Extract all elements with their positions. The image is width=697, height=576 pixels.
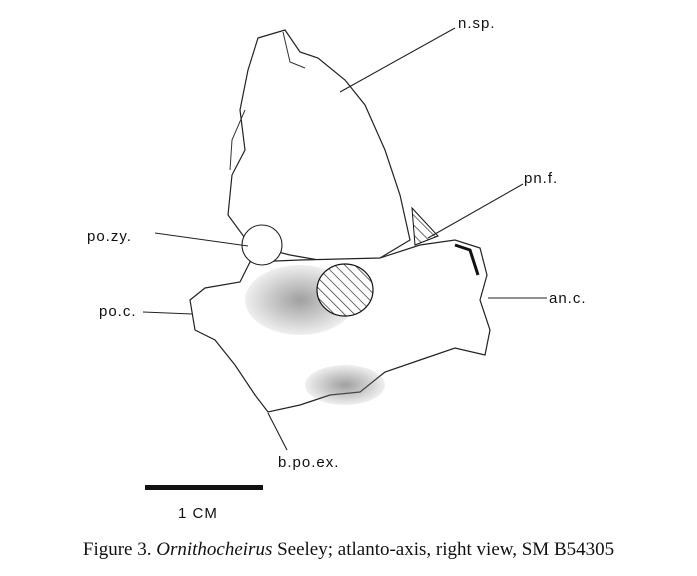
caption-prefix: Figure 3. [82, 539, 157, 560]
hatched-section [316, 263, 374, 317]
label-po-c: po.c. [99, 303, 137, 320]
spine-contour-line [282, 31, 306, 69]
caption-taxon: Ornithocheirus [156, 539, 273, 560]
caption-rest: Seeley; atlanto-axis, right view, SM B54… [272, 539, 615, 560]
pneumatic-foramen [411, 206, 439, 246]
anterior-condyle-edge [454, 243, 480, 276]
label-b-po-ex: b.po.ex. [278, 454, 339, 471]
leader-line-pn-f [427, 183, 524, 239]
leader-line-po-c [142, 311, 193, 315]
postzygapophysis [241, 224, 283, 266]
label-po-zy: po.zy. [87, 228, 132, 245]
body-shading [305, 365, 385, 405]
scale-bar [145, 485, 263, 490]
figure-caption: Figure 3. Ornithocheirus Seeley; atlanto… [0, 539, 697, 561]
scale-bar-label: 1 CM [178, 505, 218, 522]
leader-lines [142, 27, 547, 451]
label-pn-f: pn.f. [524, 170, 558, 187]
spine-contour-line [229, 109, 246, 171]
leader-line-n-sp [339, 27, 456, 93]
label-n-sp: n.sp. [458, 15, 496, 32]
label-an-c: an.c. [549, 290, 587, 307]
leader-line-po-zy [154, 232, 249, 247]
leader-line-b-po-ex [267, 412, 288, 451]
